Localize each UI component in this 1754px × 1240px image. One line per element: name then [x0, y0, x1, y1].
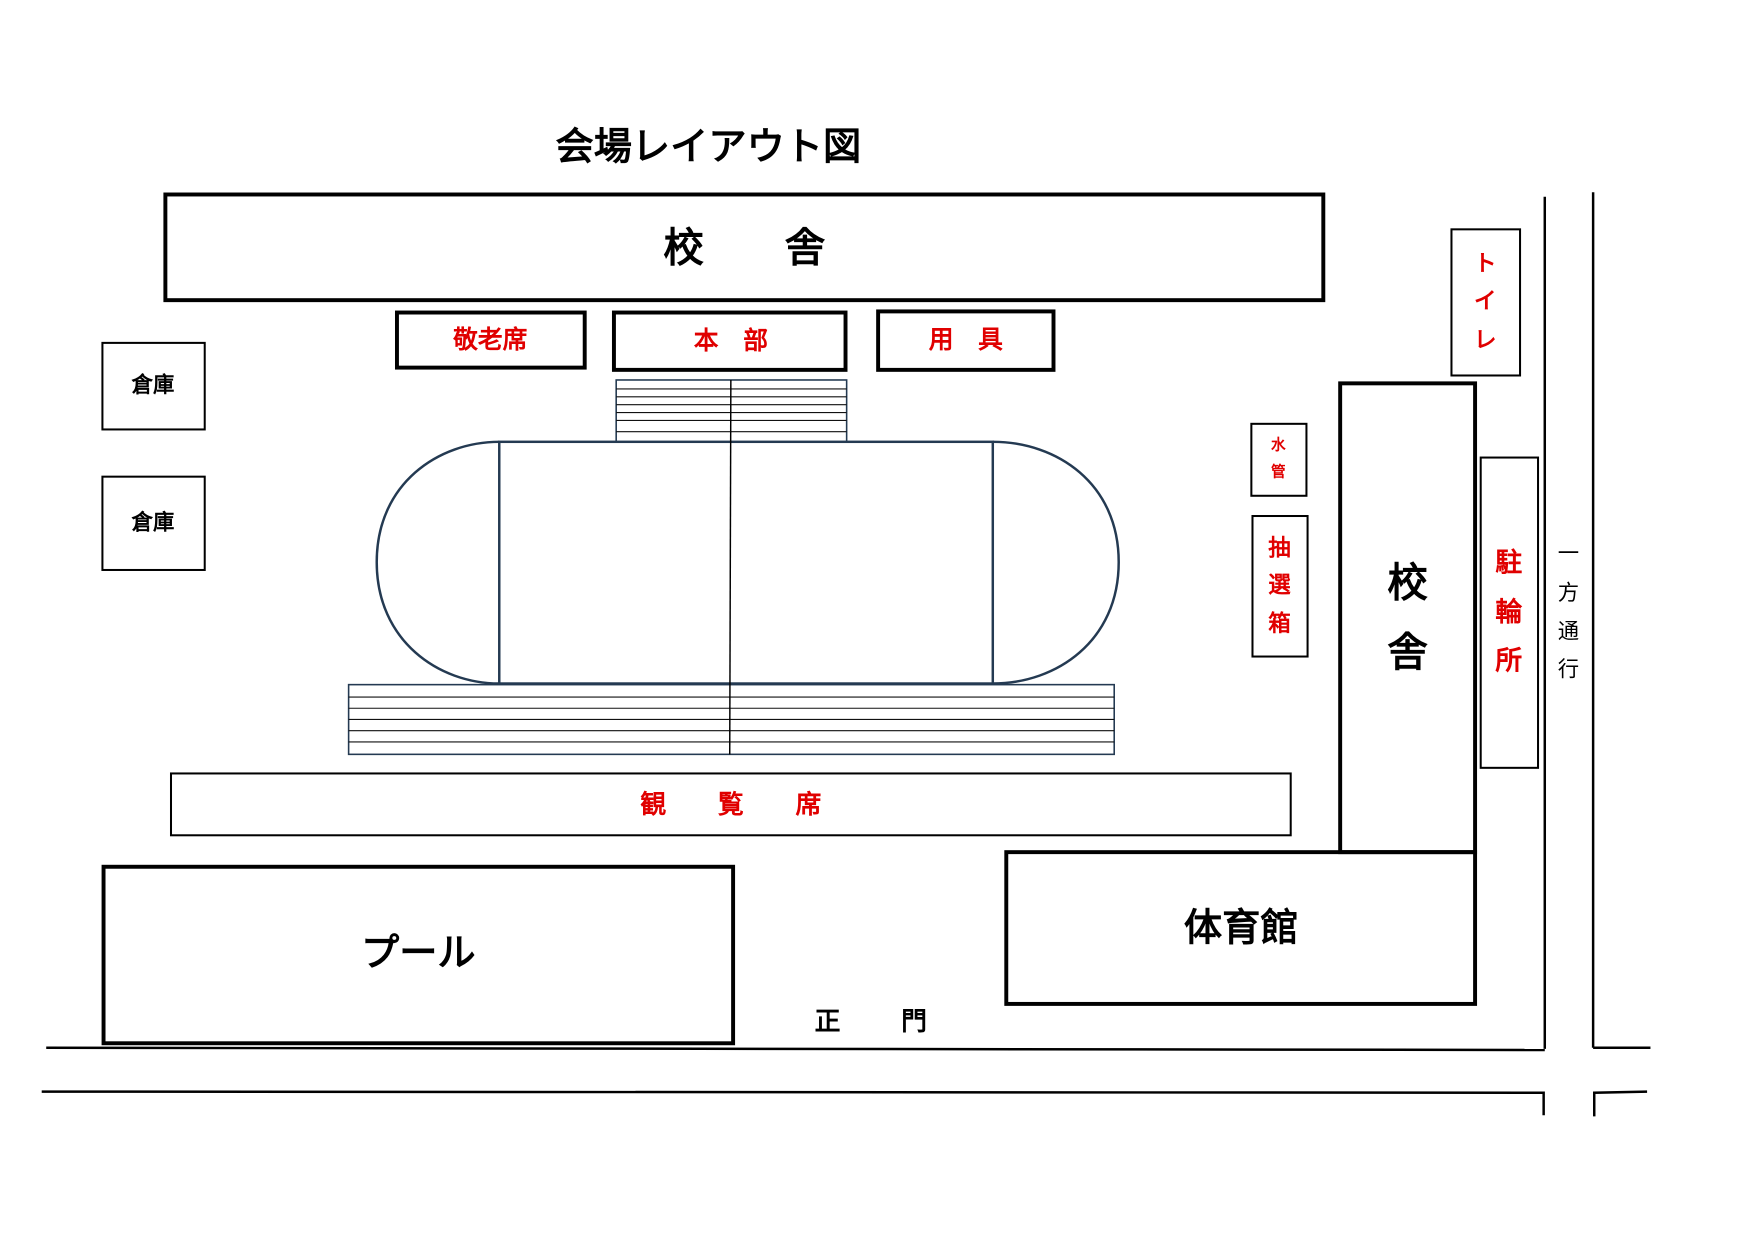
storage-1: 倉庫	[101, 341, 206, 431]
toilet-label: レ	[1474, 328, 1496, 354]
school-building-top-label: 校 舎	[663, 223, 825, 271]
bicycle-parking: 駐 輪 所	[1479, 456, 1540, 769]
water-pipe-label: 管	[1271, 463, 1286, 481]
lottery-box-label: 箱	[1268, 610, 1290, 637]
storage-2: 倉庫	[101, 475, 206, 571]
elderly-seats-label: 敬老席	[452, 325, 527, 354]
headquarters-tent: 本 部	[611, 310, 848, 372]
main-gate-char: 門	[901, 1007, 927, 1037]
running-track	[375, 440, 1120, 685]
school-building-top: 校 舎	[163, 192, 1326, 303]
pool: プール	[101, 864, 736, 1046]
school-building-right: 校 舎	[1338, 381, 1478, 855]
page-title: 会場レイアウト図	[555, 125, 861, 169]
one-way-label: 一 方 通 行	[1558, 542, 1579, 683]
spectator-seats-label: 観 覧 席	[640, 789, 821, 820]
headquarters-label: 本 部	[694, 326, 768, 355]
water-pipe: 水 管	[1250, 422, 1308, 497]
one-way-char: 一	[1558, 542, 1579, 567]
bicycle-parking-label: 輪	[1495, 596, 1522, 628]
lottery-box-label: 選	[1268, 573, 1291, 599]
water-pipe-label: 水	[1271, 436, 1286, 454]
equipment-label: 用 具	[929, 325, 1003, 354]
gymnasium-label: 体育館	[1184, 907, 1299, 951]
one-way-char: 通	[1558, 619, 1579, 644]
school-building-right-label: 校	[1387, 558, 1428, 606]
toilet: ト イ レ	[1450, 228, 1522, 377]
toilet-label: ト	[1474, 251, 1496, 277]
roads	[41, 192, 1651, 1117]
one-way-char: 行	[1558, 658, 1579, 683]
bicycle-parking-label: 駐	[1495, 548, 1522, 579]
main-gate-label: 正 門	[815, 1007, 927, 1037]
toilet-label: イ	[1474, 288, 1496, 314]
main-gate-char: 正	[815, 1007, 841, 1037]
equipment-tent: 用 具	[876, 309, 1056, 372]
gymnasium: 体育館	[1004, 850, 1478, 1006]
storage-2-label: 倉庫	[131, 509, 175, 535]
bicycle-parking-label: 所	[1495, 646, 1522, 677]
lottery-box-label: 抽	[1268, 536, 1290, 562]
one-way-char: 方	[1558, 581, 1579, 606]
elderly-seats-tent: 敬老席	[394, 310, 587, 370]
spectator-seats: 観 覧 席	[169, 772, 1292, 837]
stand-bottom	[347, 683, 1115, 756]
storage-1-label: 倉庫	[131, 372, 175, 398]
center-line	[728, 379, 732, 755]
lottery-box: 抽 選 箱	[1251, 514, 1309, 658]
school-building-right-label: 舎	[1387, 628, 1428, 676]
pool-label: プール	[361, 931, 476, 975]
